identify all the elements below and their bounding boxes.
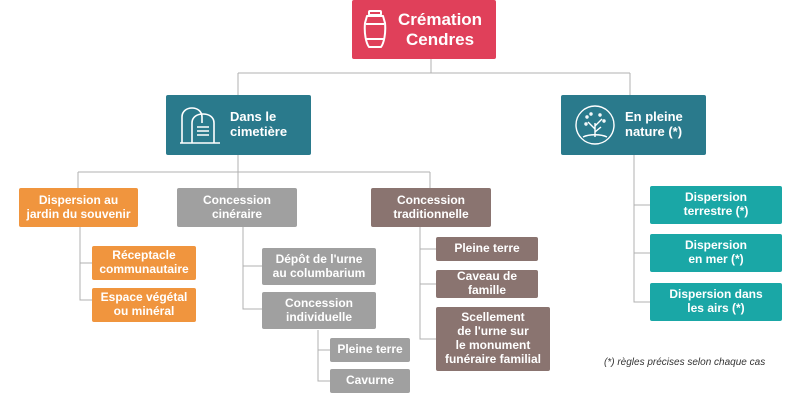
root-cremation-cendres: Crémation Cendres <box>352 0 496 59</box>
node-caveau-de-famille: Caveau de famille <box>436 269 538 298</box>
cavurne-label: Cavurne <box>345 373 395 388</box>
root-label-line2: Cendres <box>406 29 475 49</box>
depot-label-line2: au columbarium <box>272 265 366 280</box>
receptacle-label-line2: communautaire <box>99 262 189 276</box>
jardin-label-line2: jardin du souvenir <box>26 206 131 221</box>
terrestre-label-line1: Dispersion <box>684 190 747 205</box>
node-dispersion-en-mer: Dispersion en mer (*) <box>650 234 782 272</box>
jardin-label-line1: Dispersion au <box>38 192 119 207</box>
cineraire-label-line2: cinéraire <box>211 206 263 221</box>
node-receptacle-communautaire: Réceptacle communautaire <box>92 246 196 280</box>
node-dispersion-terrestre: Dispersion terrestre (*) <box>650 186 782 224</box>
caveau-label-line2: famille <box>467 283 506 297</box>
scellement-label-line3: le monument <box>455 338 531 352</box>
node-concession-individuelle: Concession individuelle <box>262 292 376 329</box>
espace-label-line1: Espace végétal <box>100 290 188 305</box>
node-concession-traditionnelle: Concession traditionnelle <box>371 188 491 227</box>
scellement-label-line1: Scellement <box>461 310 525 325</box>
nature-label-line2: nature (*) <box>625 124 683 139</box>
node-espace-vegetal: Espace végétal ou minéral <box>92 288 196 322</box>
airs-label-line2: les airs (*) <box>687 301 745 315</box>
node-cavurne: Cavurne <box>330 369 410 393</box>
node-depot-columbarium: Dépôt de l'urne au columbarium <box>262 248 376 285</box>
nature-label-line1: En pleine <box>625 109 683 125</box>
receptacle-label-line1: Réceptacle <box>112 248 176 263</box>
node-dispersion-jardin: Dispersion au jardin du souvenir <box>19 188 138 227</box>
espace-label-line2: ou minéral <box>113 304 175 318</box>
traditionnelle-label-line2: traditionnelle <box>393 206 469 221</box>
cimetiere-label-line1: Dans le <box>230 109 277 125</box>
root-label-line1: Crémation <box>398 9 483 29</box>
depot-label-line1: Dépôt de l'urne <box>275 251 363 266</box>
footnote: (*) règles précises selon chaque cas <box>604 357 766 368</box>
pleine-terre-a-label: Pleine terre <box>337 342 403 357</box>
individuelle-label-line1: Concession <box>284 295 353 310</box>
individuelle-label-line2: individuelle <box>285 309 352 324</box>
tree-icon <box>575 105 615 145</box>
pleine-terre-b-label: Pleine terre <box>454 241 520 256</box>
mer-label-line2: en mer (*) <box>688 252 744 266</box>
node-pleine-terre-traditionnelle: Pleine terre <box>436 237 538 261</box>
cimetiere-label-line2: cimetière <box>230 124 288 139</box>
mer-label-line1: Dispersion <box>684 238 747 253</box>
caveau-label-line1: Caveau de <box>456 269 518 284</box>
node-concession-cineraire: Concession cinéraire <box>177 188 297 227</box>
traditionnelle-label-line1: Concession <box>396 192 465 207</box>
node-scellement-urne: Scellement de l'urne sur le monument fun… <box>436 307 550 371</box>
node-en-pleine-nature: En pleine nature (*) <box>561 95 706 155</box>
cineraire-label-line1: Concession <box>202 192 271 207</box>
scellement-label-line4: funéraire familial <box>444 351 542 366</box>
urn-icon <box>363 9 387 48</box>
node-pleine-terre-individuelle: Pleine terre <box>330 338 410 362</box>
tombstone-icon <box>180 107 220 144</box>
scellement-label-line2: de l'urne sur <box>457 324 529 339</box>
node-dans-le-cimetiere: Dans le cimetière <box>166 95 311 155</box>
airs-label-line1: Dispersion dans <box>669 287 763 302</box>
terrestre-label-line2: terrestre (*) <box>683 204 749 218</box>
node-dispersion-dans-les-airs: Dispersion dans les airs (*) <box>650 283 782 321</box>
